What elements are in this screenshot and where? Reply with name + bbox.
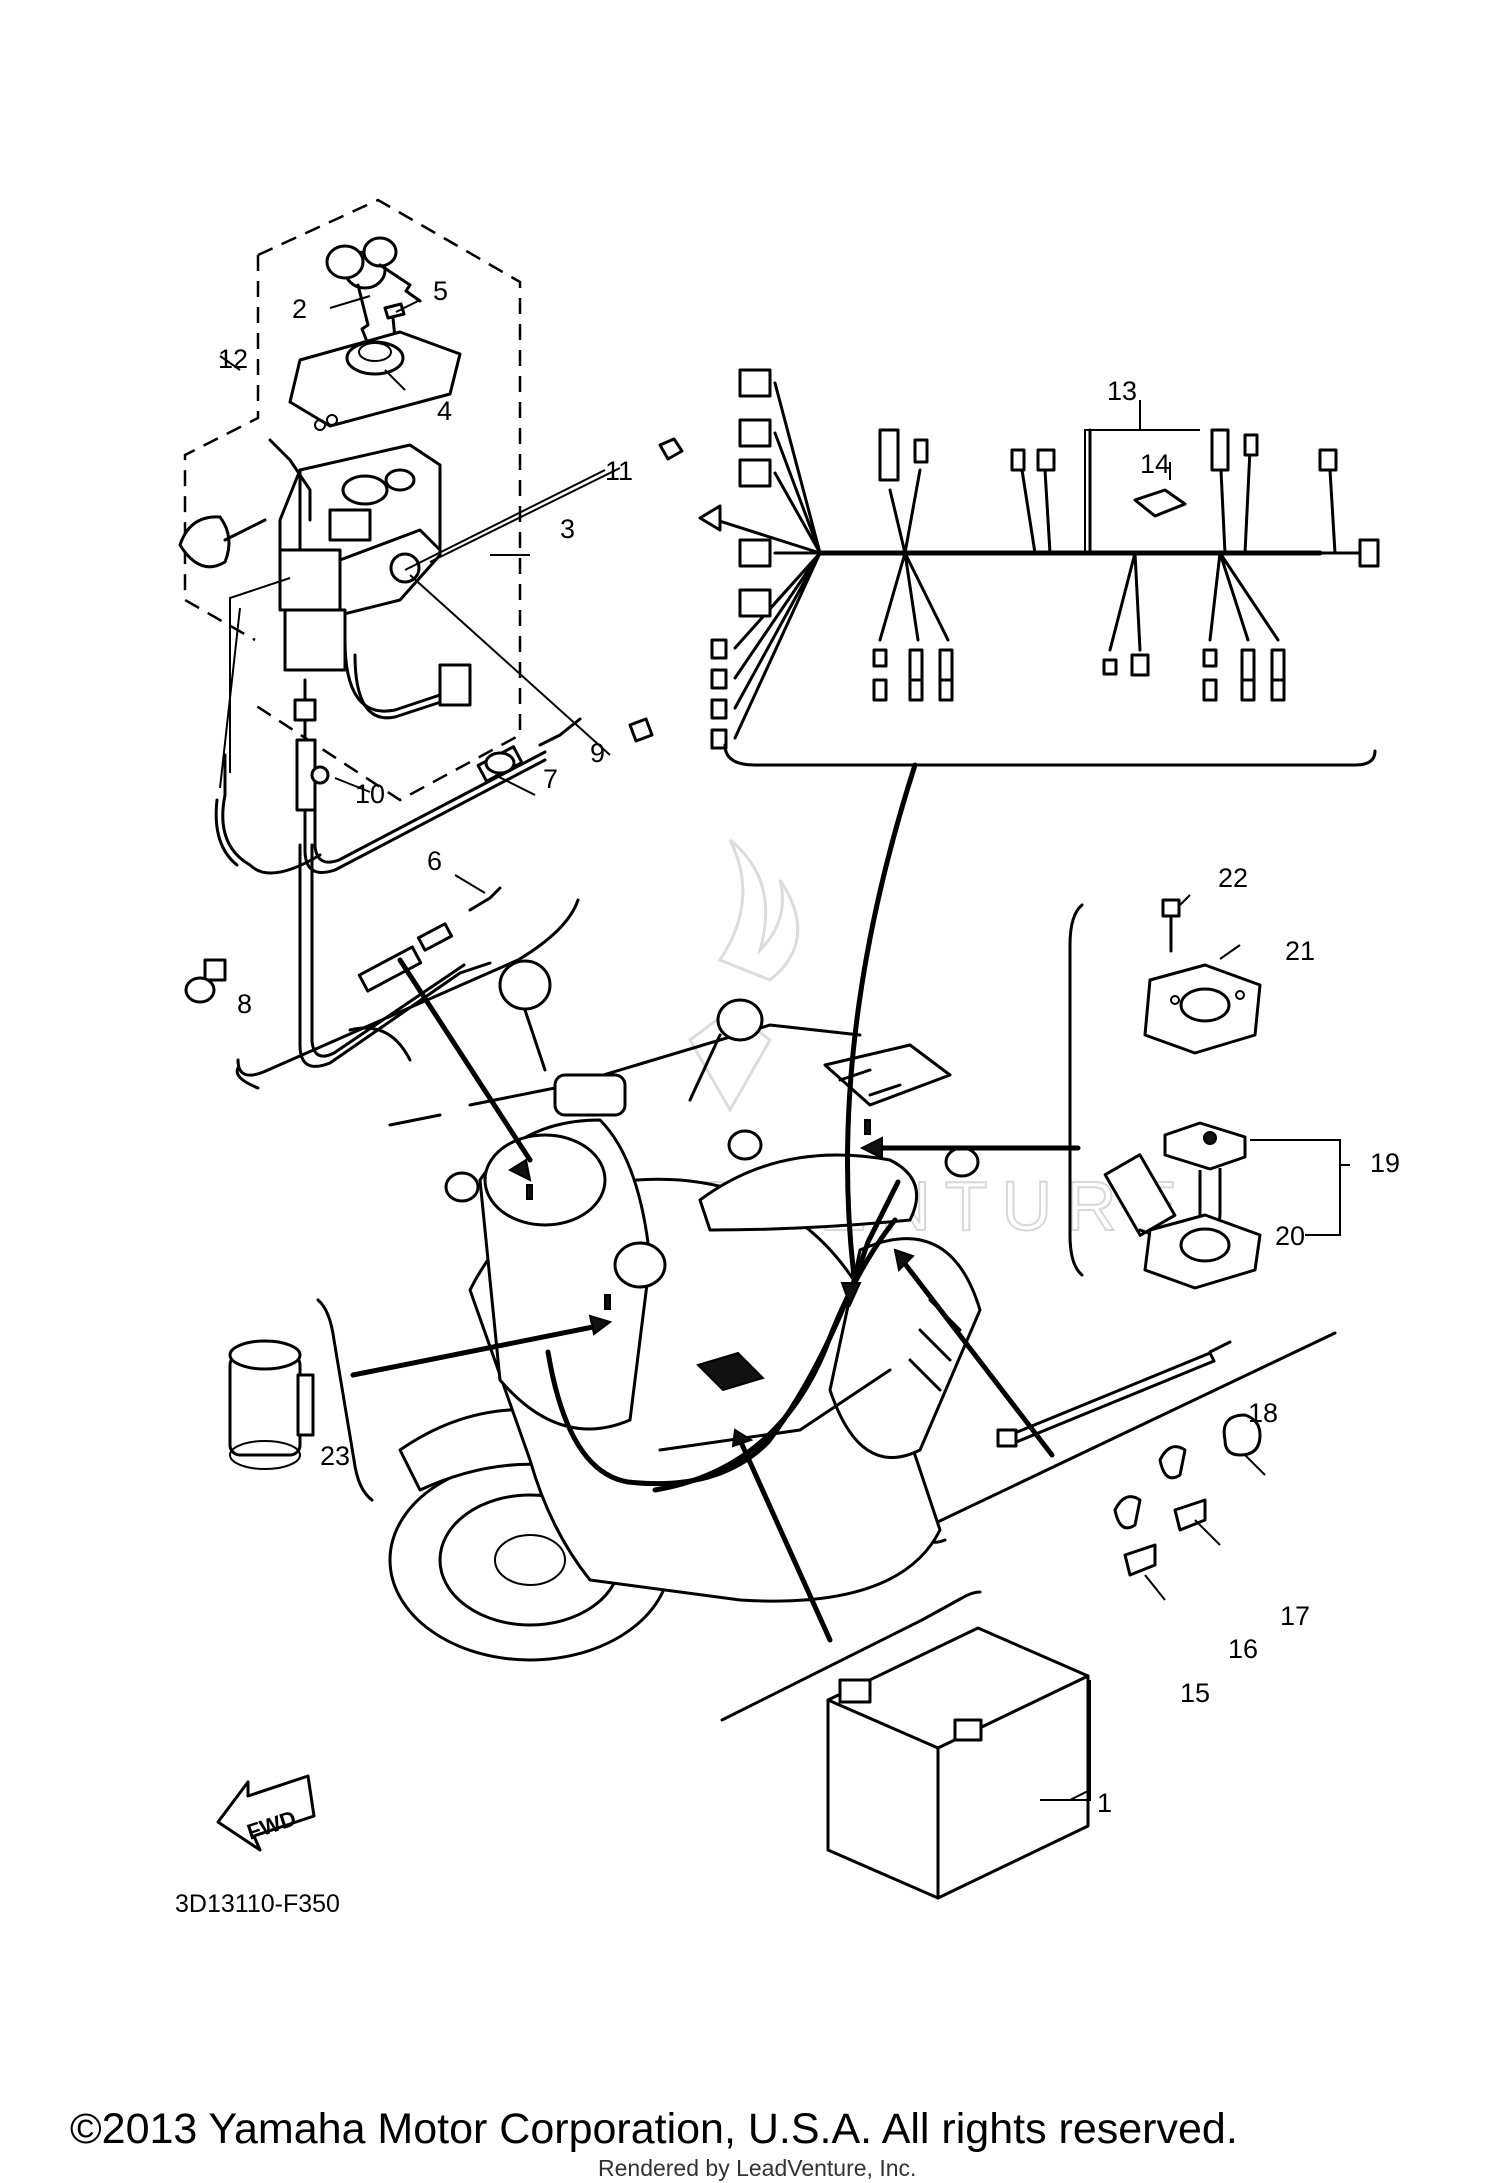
callout-15: 15 <box>1180 1678 1210 1708</box>
callout-5: 5 <box>433 276 448 306</box>
relay-assembly <box>228 1298 374 1502</box>
copyright-notice: ©2013 Yamaha Motor Corporation, U.S.A. A… <box>70 2105 1238 2153</box>
callout-21: 21 <box>1285 936 1315 966</box>
keys <box>325 236 422 351</box>
scooter-illustration <box>235 762 1081 1662</box>
callout-2: 2 <box>292 294 307 324</box>
callout-3: 3 <box>560 514 575 544</box>
callout-19: 19 <box>1370 1148 1400 1178</box>
callout-1: 1 <box>1097 1788 1112 1818</box>
battery <box>720 1590 1091 1900</box>
callout-7: 7 <box>543 764 558 794</box>
callout-6: 6 <box>427 846 442 876</box>
callout-8: 8 <box>237 989 252 1019</box>
main-switch-assembly <box>178 198 684 1077</box>
callout-9: 9 <box>590 738 605 768</box>
callout-17: 17 <box>1280 1601 1310 1631</box>
wire-harness <box>698 368 1380 767</box>
callout-20: 20 <box>1275 1221 1305 1251</box>
callout-13: 13 <box>1107 376 1137 406</box>
fuel-sender-assembly <box>1068 894 1350 1290</box>
callout-22: 22 <box>1218 863 1248 893</box>
rendered-by-credit: Rendered by LeadVenture, Inc. <box>598 2155 916 2181</box>
callout-23: 23 <box>320 1441 350 1471</box>
callout-11: 11 <box>605 456 633 486</box>
callout-labels: 1 2 3 4 5 6 7 8 9 10 11 12 13 14 15 16 1… <box>218 276 1400 1818</box>
callout-10: 10 <box>355 779 385 809</box>
callout-14: 14 <box>1140 449 1170 479</box>
callout-12: 12 <box>218 344 248 374</box>
forward-arrow: FWD <box>216 1774 316 1852</box>
callout-18: 18 <box>1248 1398 1278 1428</box>
callout-4: 4 <box>437 396 452 426</box>
cable-tie-and-clamps <box>923 1331 1337 1601</box>
callout-16: 16 <box>1228 1634 1258 1664</box>
part-code: 3D13110-F350 <box>175 1890 340 1918</box>
